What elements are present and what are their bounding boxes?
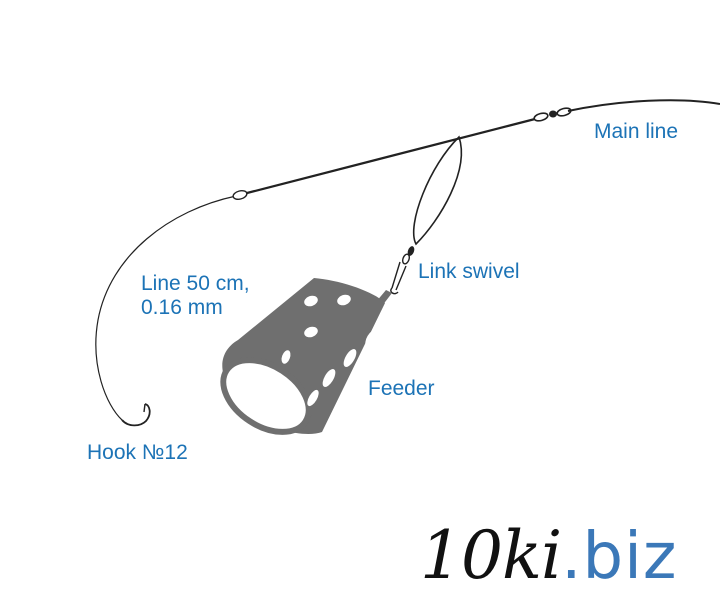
line-spec-line-1: Line 50 cm,	[141, 272, 250, 295]
hook-label: Hook №12	[87, 441, 188, 464]
link-swivel-icon	[390, 246, 415, 295]
link-loop	[412, 135, 463, 246]
leader-line	[246, 117, 536, 195]
watermark-tld-text: .biz	[561, 520, 678, 594]
hook-line	[95, 195, 237, 421]
feeder-label: Feeder	[368, 377, 435, 400]
line-spec-label: Line 50 cm, 0.16 mm	[141, 272, 250, 320]
link-swivel-label: Link swivel	[418, 260, 520, 283]
feeder-icon	[220, 278, 392, 435]
watermark-main-text: 10ki	[420, 517, 562, 594]
line-connector	[232, 190, 248, 200]
main-line-swivel	[533, 107, 572, 122]
watermark-logo: 10ki.biz	[420, 517, 678, 595]
main-line	[567, 99, 720, 112]
line-spec-line-2: 0.16 mm	[141, 296, 223, 319]
main-line-label: Main line	[594, 120, 679, 143]
hook-icon	[121, 403, 151, 427]
